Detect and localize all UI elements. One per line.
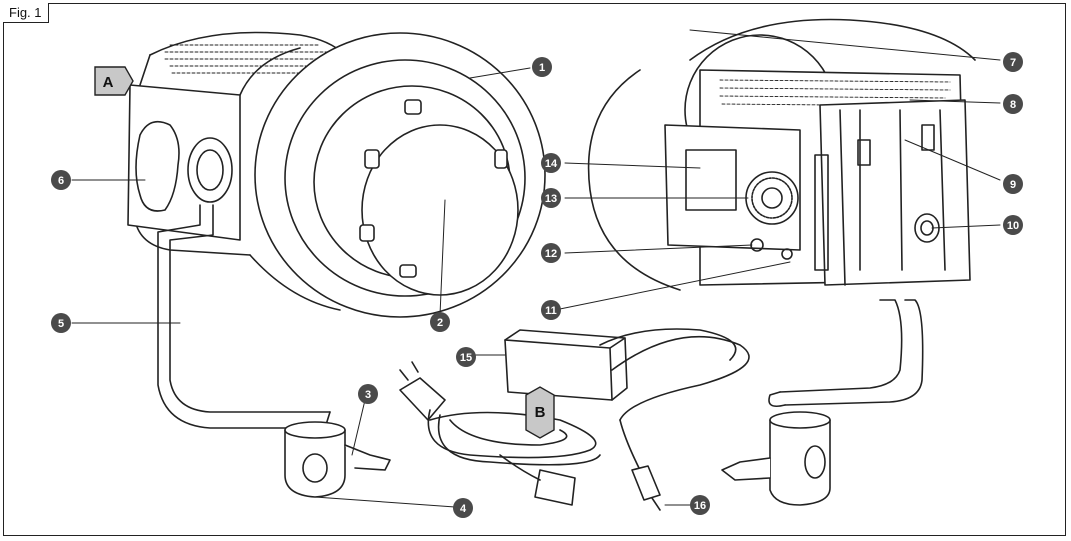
callout-1: 1	[532, 57, 552, 77]
figure-label: Fig. 1	[3, 3, 49, 23]
callout-leaders	[71, 29, 1001, 508]
callout-number-label: 2	[437, 317, 443, 329]
callout-11: 11	[541, 300, 561, 320]
callout-number-label: 15	[460, 352, 472, 364]
callout-7: 7	[1003, 52, 1023, 72]
view-tag-b: B	[525, 386, 555, 439]
callout-number-label: 7	[1010, 57, 1016, 69]
callout-10: 10	[1003, 215, 1023, 235]
view-tag-b-label: B	[535, 404, 546, 421]
view-tag-a: A	[94, 66, 134, 96]
callout-number-label: 13	[545, 193, 557, 205]
power-cables-drawing	[399, 328, 750, 511]
callout-13: 13	[541, 188, 561, 208]
callout-6: 6	[51, 170, 71, 190]
callout-15: 15	[456, 347, 476, 367]
callout-number-label: 4	[460, 503, 467, 515]
callout-16: 16	[690, 495, 710, 515]
callout-number-label: 8	[1010, 99, 1016, 111]
callout-number-label: 14	[545, 158, 558, 170]
callout-number-label: 3	[365, 389, 371, 401]
callout-12: 12	[541, 243, 561, 263]
callout-2: 2	[430, 312, 450, 332]
front-light-drawing	[127, 31, 546, 498]
callout-number-label: 1	[539, 62, 545, 74]
callout-14: 14	[541, 153, 561, 173]
callout-4: 4	[453, 498, 473, 518]
callout-number-label: 12	[545, 248, 557, 260]
callout-8: 8	[1003, 94, 1023, 114]
callout-9: 9	[1003, 174, 1023, 194]
callout-markers: 1 2 3 4 5 6 7 8 9 10 11 12 13 14 15 16	[51, 52, 1023, 518]
callout-number-label: 9	[1010, 179, 1016, 191]
figure-frame	[3, 3, 1066, 536]
callout-number-label: 16	[694, 500, 706, 512]
callout-number-label: 5	[58, 318, 64, 330]
view-tag-a-label: A	[103, 74, 114, 91]
callout-5: 5	[51, 313, 71, 333]
callout-number-label: 10	[1007, 220, 1019, 232]
callout-number-label: 11	[545, 305, 557, 317]
callout-3: 3	[358, 384, 378, 404]
rear-light-drawing	[587, 18, 976, 506]
callout-number-label: 6	[58, 175, 64, 187]
